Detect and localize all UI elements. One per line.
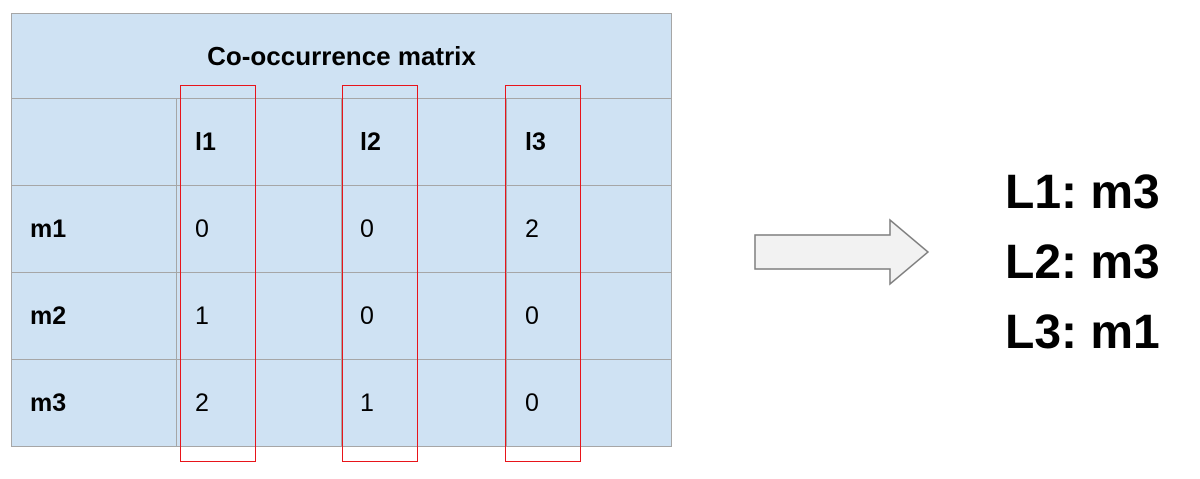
cell-m3-l2: 1	[341, 359, 507, 447]
cell-m1-l3: 2	[506, 185, 672, 273]
column-highlight-l2	[342, 85, 418, 462]
row-header-m1: m1	[11, 185, 177, 273]
table-row: m3 2 1 0	[11, 359, 672, 447]
cell-m2-l2: 0	[341, 272, 507, 360]
cell-m3-l3: 0	[506, 359, 672, 447]
result-list: L1: m3 L2: m3 L3: m1	[1005, 158, 1160, 368]
row-header-m3: m3	[11, 359, 177, 447]
column-header-l3: l3	[506, 98, 672, 186]
column-highlight-l1	[180, 85, 256, 462]
column-header-l1: l1	[176, 98, 342, 186]
cell-m3-l1: 2	[176, 359, 342, 447]
right-arrow-icon	[754, 218, 930, 286]
cell-m2-l3: 0	[506, 272, 672, 360]
header-row: l1 l2 l3	[11, 98, 672, 186]
result-item-l3: L3: m1	[1005, 306, 1160, 359]
result-item-l2: L2: m3	[1005, 236, 1160, 289]
column-highlight-l3	[505, 85, 581, 462]
matrix-title: Co-occurrence matrix	[11, 13, 672, 99]
row-header-m2: m2	[11, 272, 177, 360]
result-item-l1: L1: m3	[1005, 166, 1160, 219]
table-row: m2 1 0 0	[11, 272, 672, 360]
cell-m2-l1: 1	[176, 272, 342, 360]
corner-cell	[11, 98, 177, 186]
